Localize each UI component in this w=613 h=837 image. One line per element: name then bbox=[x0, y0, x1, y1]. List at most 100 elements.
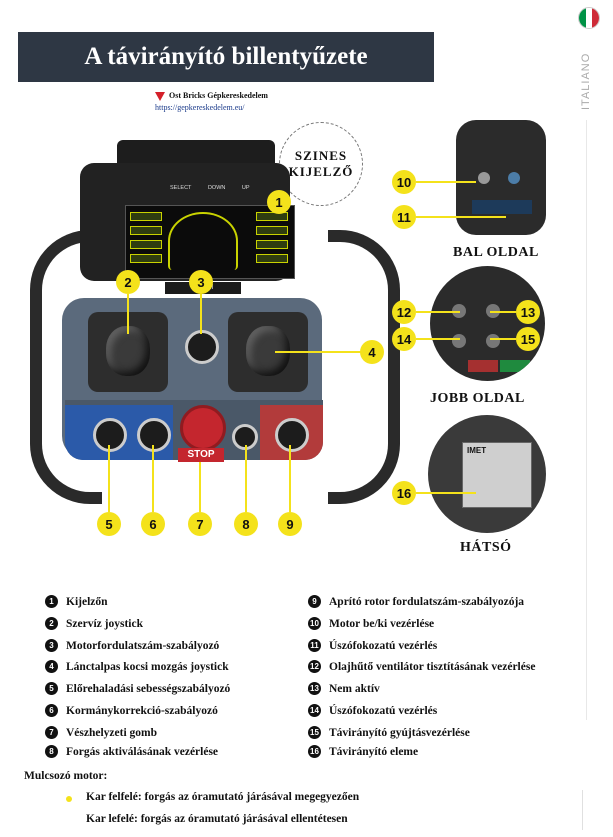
label-strip bbox=[472, 200, 532, 214]
callout-badge: 11 bbox=[392, 205, 416, 229]
callout-badge: 13 bbox=[516, 300, 540, 324]
label-strip bbox=[468, 360, 498, 372]
leader-line bbox=[416, 181, 476, 183]
lcd-field bbox=[256, 254, 288, 263]
callout-badge: 16 bbox=[392, 481, 416, 505]
leader-line bbox=[289, 445, 291, 512]
select-label: SELECT bbox=[170, 185, 192, 191]
leader-line bbox=[108, 445, 110, 512]
legend-number: 10 bbox=[308, 617, 321, 630]
callout-badge: 3 bbox=[189, 270, 213, 294]
divider bbox=[582, 790, 583, 830]
leader-line bbox=[416, 338, 460, 340]
left-side-photo bbox=[456, 120, 546, 235]
legend-item: 15 Távirányító gyújtásvezérlése bbox=[308, 726, 470, 739]
callout-badge: 15 bbox=[516, 327, 540, 351]
legend-item: 13 Nem aktív bbox=[308, 682, 380, 695]
battery-label: IMET bbox=[462, 442, 532, 508]
lcd-field bbox=[130, 240, 162, 249]
badge-line-2: KIJELZŐ bbox=[288, 164, 354, 179]
right-handle bbox=[328, 230, 400, 504]
legend-text: Aprító rotor fordulatszám-szabályozója bbox=[329, 595, 525, 608]
callout-badge: 12 bbox=[392, 300, 416, 324]
callout-badge: 1 bbox=[267, 190, 291, 214]
label-strip bbox=[500, 360, 530, 372]
up-label: UP bbox=[241, 185, 250, 191]
lcd-field bbox=[256, 240, 288, 249]
leader-line bbox=[490, 338, 516, 340]
legend-number: 16 bbox=[308, 745, 321, 758]
engine-switch-icon bbox=[478, 172, 490, 184]
badge-line-1: SZINES bbox=[294, 148, 348, 163]
callout-badge: 14 bbox=[392, 327, 416, 351]
legend-item: 8 Forgás aktiválásának vezérlése bbox=[45, 745, 218, 758]
legend-text: Kijelzőn bbox=[66, 595, 108, 608]
right-side-caption: JOBB OLDAL bbox=[430, 391, 525, 406]
leader-line bbox=[416, 311, 460, 313]
legend-text: Távirányító gyújtásvezérlése bbox=[329, 726, 470, 739]
legend-number: 6 bbox=[45, 704, 58, 717]
page-title: A távirányító billentyűzete bbox=[84, 43, 368, 70]
legend-number: 11 bbox=[308, 639, 321, 652]
leader-line bbox=[245, 445, 247, 512]
title-bar: A távirányító billentyűzete bbox=[18, 32, 434, 82]
stop-label: STOP bbox=[178, 448, 224, 462]
callout-badge: 8 bbox=[234, 512, 258, 536]
legend-item: 11 Úszófokozatú vezérlés bbox=[308, 639, 437, 652]
legend-text: Előrehaladási sebességszabályozó bbox=[66, 682, 231, 695]
legend-number: 8 bbox=[45, 745, 58, 758]
legend-text: Szervíz joystick bbox=[66, 617, 143, 630]
legend-text: Forgás aktiválásának vezérlése bbox=[66, 745, 219, 758]
legend-number: 15 bbox=[308, 726, 321, 739]
speed-knob[interactable] bbox=[93, 418, 127, 452]
legend-text: Távirányító eleme bbox=[329, 745, 419, 758]
lcd-field bbox=[130, 226, 162, 235]
legend-number: 3 bbox=[45, 639, 58, 652]
legend-number: 12 bbox=[308, 660, 321, 673]
screen-button-labels: SELECT DOWN UP bbox=[170, 185, 265, 191]
callout-badge: 4 bbox=[360, 340, 384, 364]
legend-text: Lánctalpas kocsi mozgás joystick bbox=[66, 660, 229, 673]
legend-item: 12 Olajhűtő ventilátor tisztításának vezé… bbox=[308, 660, 535, 673]
callout-badge: 7 bbox=[188, 512, 212, 536]
legend-item: 16 Távirányító eleme bbox=[308, 745, 418, 758]
left-side-caption: BAL OLDAL bbox=[453, 245, 539, 260]
watermark-url[interactable]: https://gepkereskedelem.eu/ bbox=[155, 103, 245, 112]
steering-knob[interactable] bbox=[137, 418, 171, 452]
float-switch-icon bbox=[508, 172, 520, 184]
legend-number: 13 bbox=[308, 682, 321, 695]
engine-speed-knob[interactable] bbox=[185, 330, 219, 364]
legend-number: 7 bbox=[45, 726, 58, 739]
emergency-stop-button[interactable] bbox=[180, 405, 226, 451]
callout-badge: 2 bbox=[116, 270, 140, 294]
motor-note-down: Kar lefelé: forgás az óramutató járásáva… bbox=[86, 813, 348, 825]
ignition-switch-icon bbox=[486, 334, 500, 348]
leader-line bbox=[199, 462, 201, 512]
legend-number: 5 bbox=[45, 682, 58, 695]
float-switch-icon bbox=[452, 334, 466, 348]
service-joystick[interactable] bbox=[106, 326, 150, 376]
legend-text: Úszófokozatú vezérlés bbox=[329, 704, 438, 717]
callout-badge: 10 bbox=[392, 170, 416, 194]
legend-number: 9 bbox=[308, 595, 321, 608]
legend-text: Nem aktív bbox=[329, 682, 380, 695]
leader-line bbox=[416, 492, 476, 494]
legend-item: 14 Úszófokozatú vezérlés bbox=[308, 704, 437, 717]
divider bbox=[586, 120, 587, 720]
legend-text: Úszófokozatú vezérlés bbox=[329, 639, 438, 652]
motor-note-title: Mulcsozó motor: bbox=[24, 770, 108, 782]
logo-icon bbox=[155, 91, 165, 101]
legend-text: Olajhűtő ventilátor tisztításának vezérl… bbox=[329, 660, 536, 673]
rpm-gauge bbox=[168, 212, 238, 270]
italian-flag-icon bbox=[578, 7, 600, 29]
legend-number: 14 bbox=[308, 704, 321, 717]
rotor-speed-knob[interactable] bbox=[275, 418, 309, 452]
legend-item: 9 Aprító rotor fordulatszám-szabályozója bbox=[308, 595, 524, 608]
bullet-icon bbox=[66, 796, 72, 802]
